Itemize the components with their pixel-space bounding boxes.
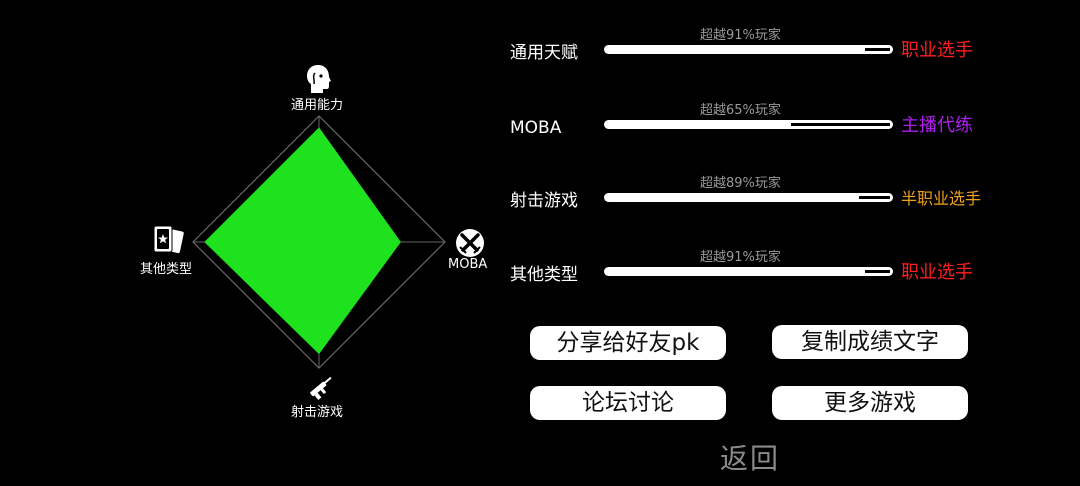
percentile-text: 超越65%玩家 <box>700 103 781 118</box>
rifle-icon <box>310 376 332 400</box>
crossed-swords-icon <box>456 229 484 257</box>
progress-fill <box>607 270 865 273</box>
progress-bar <box>604 193 893 202</box>
stat-row-general: 超越91%玩家 通用天赋 职业选手 <box>510 24 1080 64</box>
radar-data-polygon <box>204 127 401 355</box>
copy-results-button[interactable]: 复制成绩文字 <box>772 325 968 359</box>
progress-fill <box>607 123 791 126</box>
progress-fill <box>607 196 859 199</box>
percentile-text: 超越91%玩家 <box>700 250 781 265</box>
stat-name: 通用天赋 <box>510 43 578 63</box>
progress-bar <box>604 120 893 129</box>
more-games-button[interactable]: 更多游戏 <box>772 386 968 420</box>
cards-icon <box>153 225 184 254</box>
share-button[interactable]: 分享给好友pk <box>530 326 726 360</box>
back-button[interactable]: 返回 <box>720 442 781 475</box>
stat-row-moba: 超越65%玩家 MOBA 主播代练 <box>510 99 1080 139</box>
stat-name: 射击游戏 <box>510 191 578 211</box>
axis-label-shooter: 射击游戏 <box>291 405 344 420</box>
stat-row-other: 超越91%玩家 其他类型 职业选手 <box>510 246 1080 286</box>
progress-fill <box>607 48 865 51</box>
axis-label-moba: MOBA <box>448 257 488 272</box>
percentile-text: 超越89%玩家 <box>700 176 781 191</box>
rank-label: 半职业选手 <box>901 189 982 208</box>
head-icon <box>307 65 331 93</box>
axis-label-general: 通用能力 <box>291 98 344 113</box>
rank-label: 职业选手 <box>901 262 973 283</box>
radar-chart <box>192 115 446 369</box>
stat-row-shooter: 超越89%玩家 射击游戏 半职业选手 <box>510 172 1080 212</box>
percentile-text: 超越91%玩家 <box>700 28 781 43</box>
forum-button[interactable]: 论坛讨论 <box>530 386 726 420</box>
stat-name: MOBA <box>510 118 562 138</box>
axis-label-other: 其他类型 <box>140 262 193 277</box>
stat-name: 其他类型 <box>510 265 578 285</box>
progress-bar <box>604 267 893 276</box>
rank-label: 主播代练 <box>901 115 973 136</box>
progress-bar <box>604 45 893 54</box>
rank-label: 职业选手 <box>901 40 973 61</box>
